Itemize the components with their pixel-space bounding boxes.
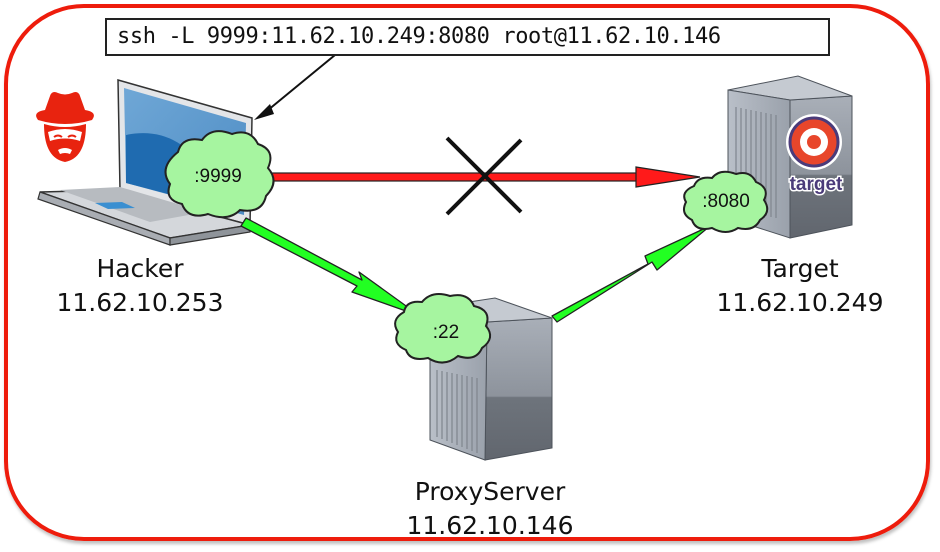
proxy-label: ProxyServer 11.62.10.146 [380, 475, 600, 543]
proxy-name: ProxyServer [414, 477, 566, 506]
target-logo-text: target [790, 174, 843, 195]
hacker-spy-icon [36, 92, 94, 162]
blocked-x-mark [445, 136, 523, 216]
target-port-label: :8080 [702, 191, 750, 212]
hacker-name: Hacker [96, 254, 184, 283]
proxy-port-label: :22 [433, 322, 459, 343]
port-cloud-target: :8080 [683, 170, 769, 233]
diagram-frame [4, 4, 930, 541]
blocked-connection-arrow [267, 166, 701, 188]
hacker-ip: 11.62.10.253 [56, 288, 224, 317]
proxy-ip: 11.62.10.146 [406, 511, 574, 540]
ssh-command-box: ssh -L 9999:11.62.10.249:8080 root@11.62… [105, 18, 830, 56]
hacker-port-label: :9999 [194, 166, 242, 187]
port-cloud-proxy: :22 [394, 293, 492, 364]
target-name: Target [761, 254, 839, 283]
target-logo: target [786, 114, 845, 197]
port-cloud-hacker: :9999 [164, 130, 275, 219]
tunnel-arrow-proxy-to-target [551, 225, 711, 323]
hacker-label: Hacker 11.62.10.253 [40, 252, 240, 320]
target-label: Target 11.62.10.249 [690, 252, 910, 320]
command-callout-arrow [254, 54, 336, 120]
tunnel-arrow-hacker-to-proxy [240, 217, 421, 317]
target-ip: 11.62.10.249 [716, 288, 884, 317]
